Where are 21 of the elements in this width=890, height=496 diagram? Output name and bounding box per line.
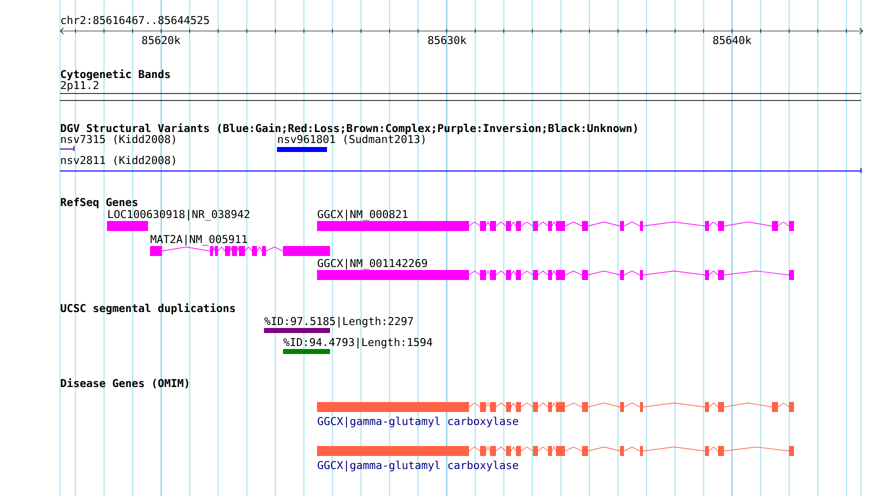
track-title: UCSC segmental duplications xyxy=(60,303,235,314)
feature-label: GGCX|NM_001142269 xyxy=(318,258,427,270)
feature-label: MAT2A|NM_005911 xyxy=(150,234,247,246)
locus-label: chr2:85616467..85644525 xyxy=(61,16,209,24)
band-label: 2p11.2 xyxy=(61,81,98,92)
feature-label: LOC100630918|NR_038942 xyxy=(108,210,250,221)
feature-label: nsv961801 (Sudmant2013) xyxy=(278,134,424,144)
tick-label: 85640k xyxy=(713,36,752,44)
feature-label: nsv2811 (Kidd2008) xyxy=(61,156,175,166)
feature-label: %ID:97.5185|Length:2297 xyxy=(264,316,413,328)
feature-label: nsv7315 (Kidd2008) xyxy=(61,134,175,144)
track-title: Disease Genes (OMIM) xyxy=(60,378,188,388)
feature-label: GGCX|NM_000821 xyxy=(318,210,408,221)
tick-label: 85620k xyxy=(142,36,180,44)
track-title: Cytogenetic Bands xyxy=(61,69,170,80)
feature-label: %ID:94.4793|Length:1594 xyxy=(283,338,432,349)
track-title: RefSeq Genes xyxy=(60,198,138,208)
track-title: DGV Structural Variants (Blue:Gain;Red:Loss;Brown:Complex;Purple:Inversion;Black:Unknown) xyxy=(60,123,637,134)
tick-label: 85630k xyxy=(428,36,466,44)
feature-label: GGCX|gamma-glutamyl carboxylase xyxy=(318,460,518,472)
feature-label: GGCX|gamma-glutamyl carboxylase xyxy=(318,416,518,428)
